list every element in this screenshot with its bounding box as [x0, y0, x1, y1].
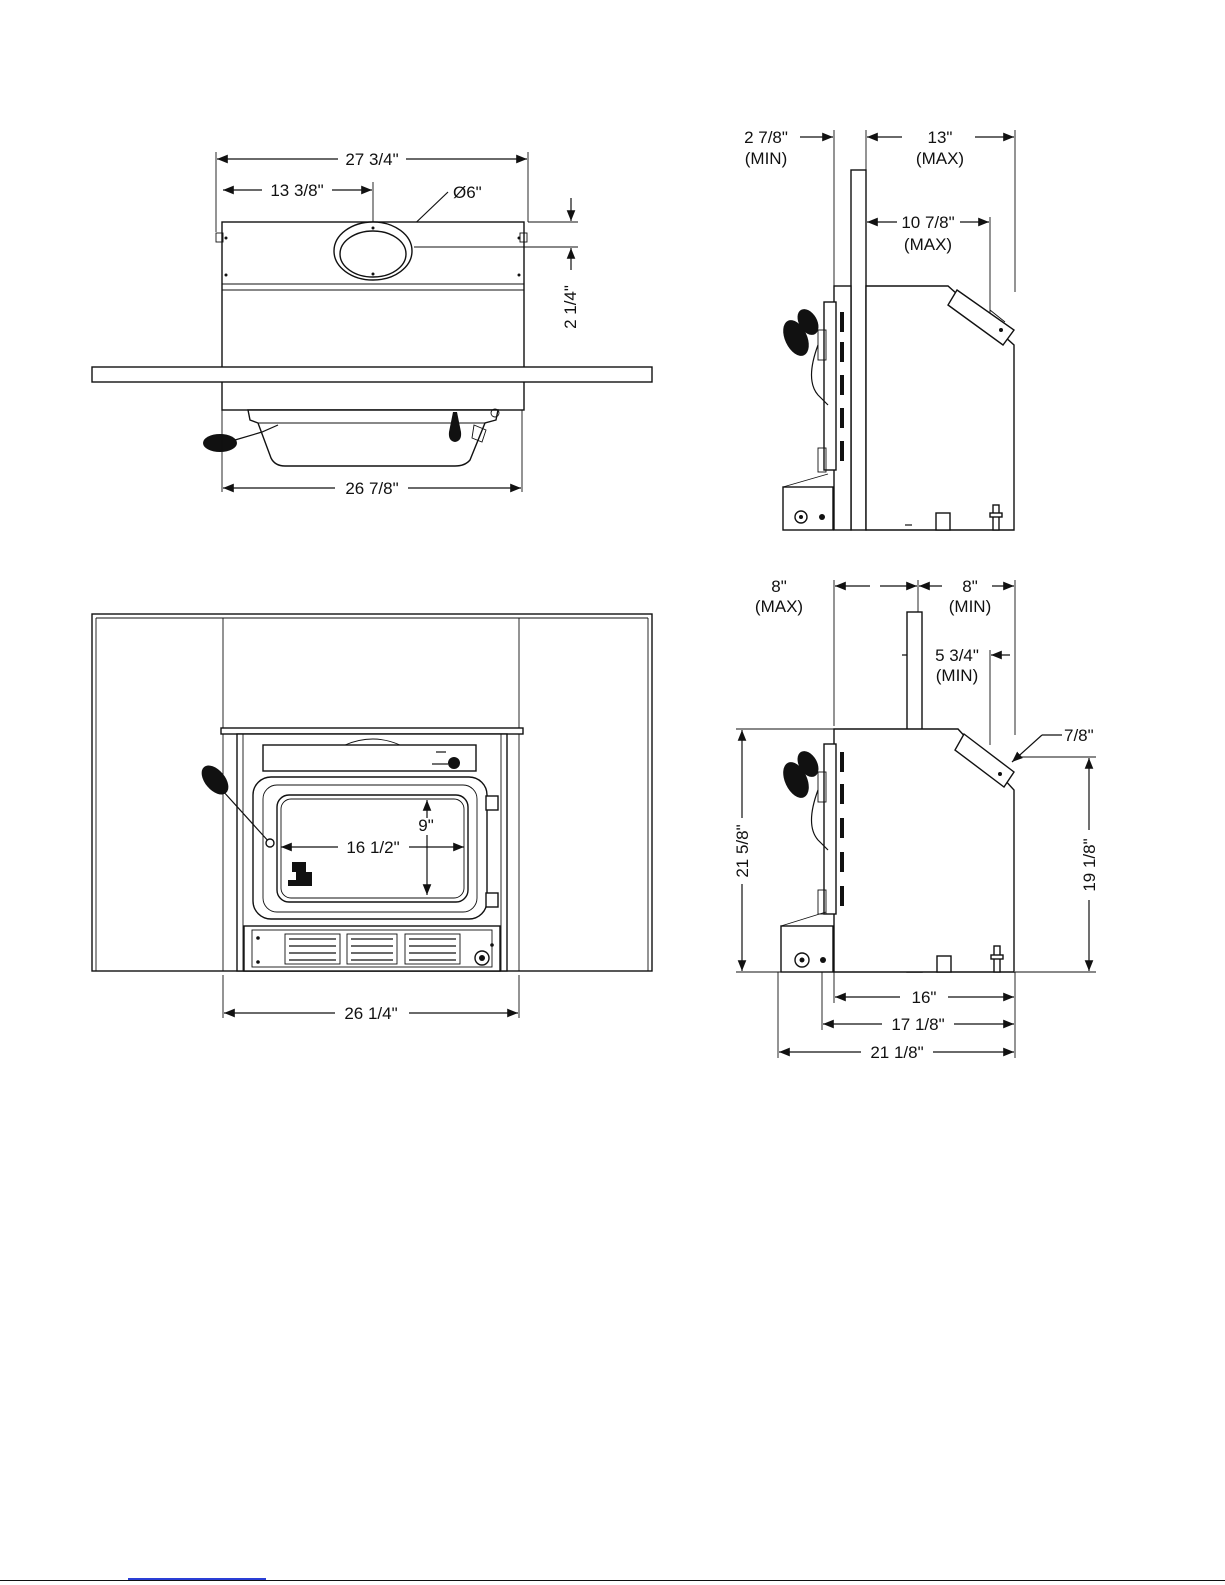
dim-flue-setback: 2 1/4" — [561, 285, 580, 329]
dim-front-projection: 8" — [771, 577, 787, 596]
front-view: 9" 16 1/2" 26 1/4" — [92, 614, 652, 1023]
dim-front-clearance-note: (MIN) — [745, 149, 787, 168]
page-footer-rule — [0, 1580, 1225, 1581]
dim-body-width: 26 7/8" — [345, 479, 398, 498]
dim-top-depth: 10 7/8" — [901, 213, 954, 232]
dim-surround-opening: 26 1/4" — [344, 1004, 397, 1023]
door-handle-icon — [203, 434, 237, 452]
dim-flue-offset: 13 3/8" — [270, 181, 323, 200]
dim-front-projection-note: (MAX) — [755, 597, 803, 616]
dim-overall-height: 21 5/8" — [733, 824, 752, 877]
hearth-board — [92, 367, 652, 382]
side-view-lower: 8" (MAX) 8" (MIN) 5 3/4" (MIN) 7/8" — [733, 577, 1099, 1062]
footer-link-underline[interactable] — [128, 1578, 266, 1580]
dim-rear-depth-note: (MAX) — [916, 149, 964, 168]
dim-glass-width: 16 1/2" — [346, 838, 399, 857]
dim-top-depth-lower-note: (MIN) — [936, 666, 978, 685]
side-view-upper: 2 7/8" (MIN) 13" (MAX) 10 7/8" (MAX) — [744, 128, 1015, 530]
dim-rear-depth: 13" — [928, 128, 953, 147]
surround-panel-edge — [851, 170, 866, 530]
dim-rear-height: 19 1/8" — [1080, 838, 1099, 891]
dim-overall-width: 27 3/4" — [345, 150, 398, 169]
dim-front-clearance: 2 7/8" — [744, 128, 788, 147]
dim-rear-depth-lower: 8" — [962, 577, 978, 596]
dim-flue-collar: 7/8" — [1064, 726, 1094, 745]
dim-depth-with-door: 17 1/8" — [891, 1015, 944, 1034]
top-view: 27 3/4" 13 3/8" Ø6" 2 1/4" — [92, 150, 652, 498]
dim-body-depth: 16" — [912, 988, 937, 1007]
dim-overall-depth: 21 1/8" — [870, 1043, 923, 1062]
dim-glass-height: 9" — [418, 816, 434, 835]
dim-flue-diameter: Ø6" — [453, 183, 482, 202]
dim-rear-depth-lower-note: (MIN) — [949, 597, 991, 616]
dim-top-depth-note: (MAX) — [904, 235, 952, 254]
dim-top-depth-lower: 5 3/4" — [935, 646, 979, 665]
